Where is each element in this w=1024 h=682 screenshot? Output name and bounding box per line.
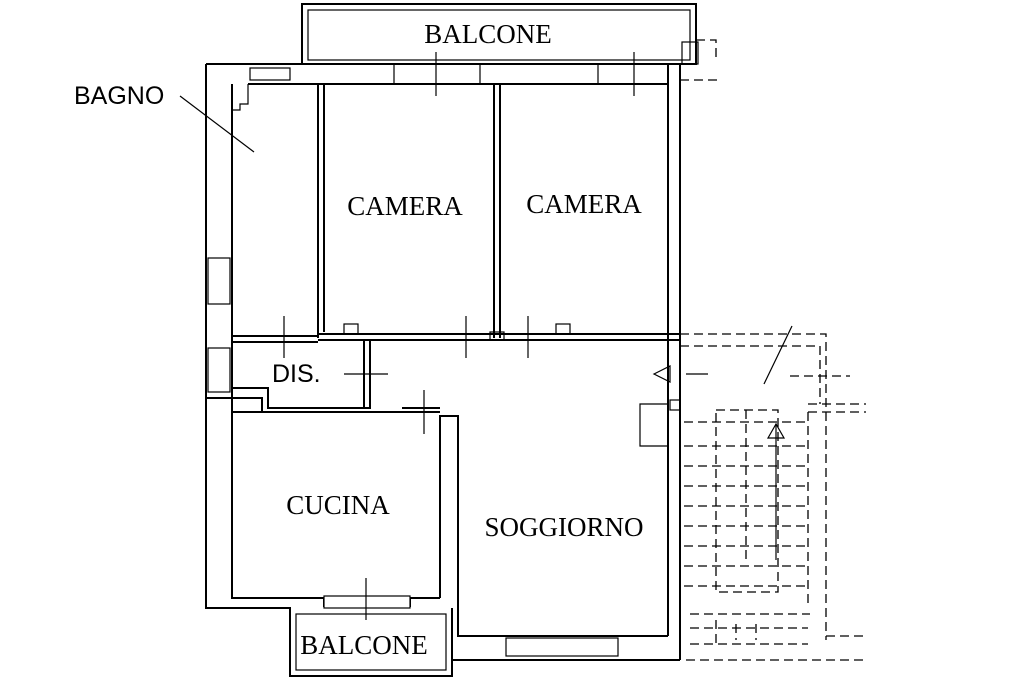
bathroom-walls — [232, 67, 318, 343]
bottom-balcony — [295, 613, 447, 671]
room-label-dis: DIS. — [272, 360, 321, 388]
room-label-bagno: BAGNO — [74, 82, 164, 110]
room-label-cucina: CUCINA — [286, 490, 390, 520]
door-markers — [283, 52, 708, 620]
bagno-leader-line — [179, 95, 255, 153]
windows — [207, 257, 619, 657]
bedroom-walls — [317, 63, 680, 341]
room-label-soggiorno: SOGGIORNO — [484, 512, 643, 542]
stairwell — [680, 39, 866, 661]
room-label-balcone-top: BALCONE — [424, 19, 552, 49]
hall-walls — [232, 340, 681, 447]
room-label-camera-right: CAMERA — [526, 189, 642, 219]
room-label-balcone-bottom: BALCONE — [300, 630, 428, 660]
room-label-camera-left: CAMERA — [347, 191, 463, 221]
